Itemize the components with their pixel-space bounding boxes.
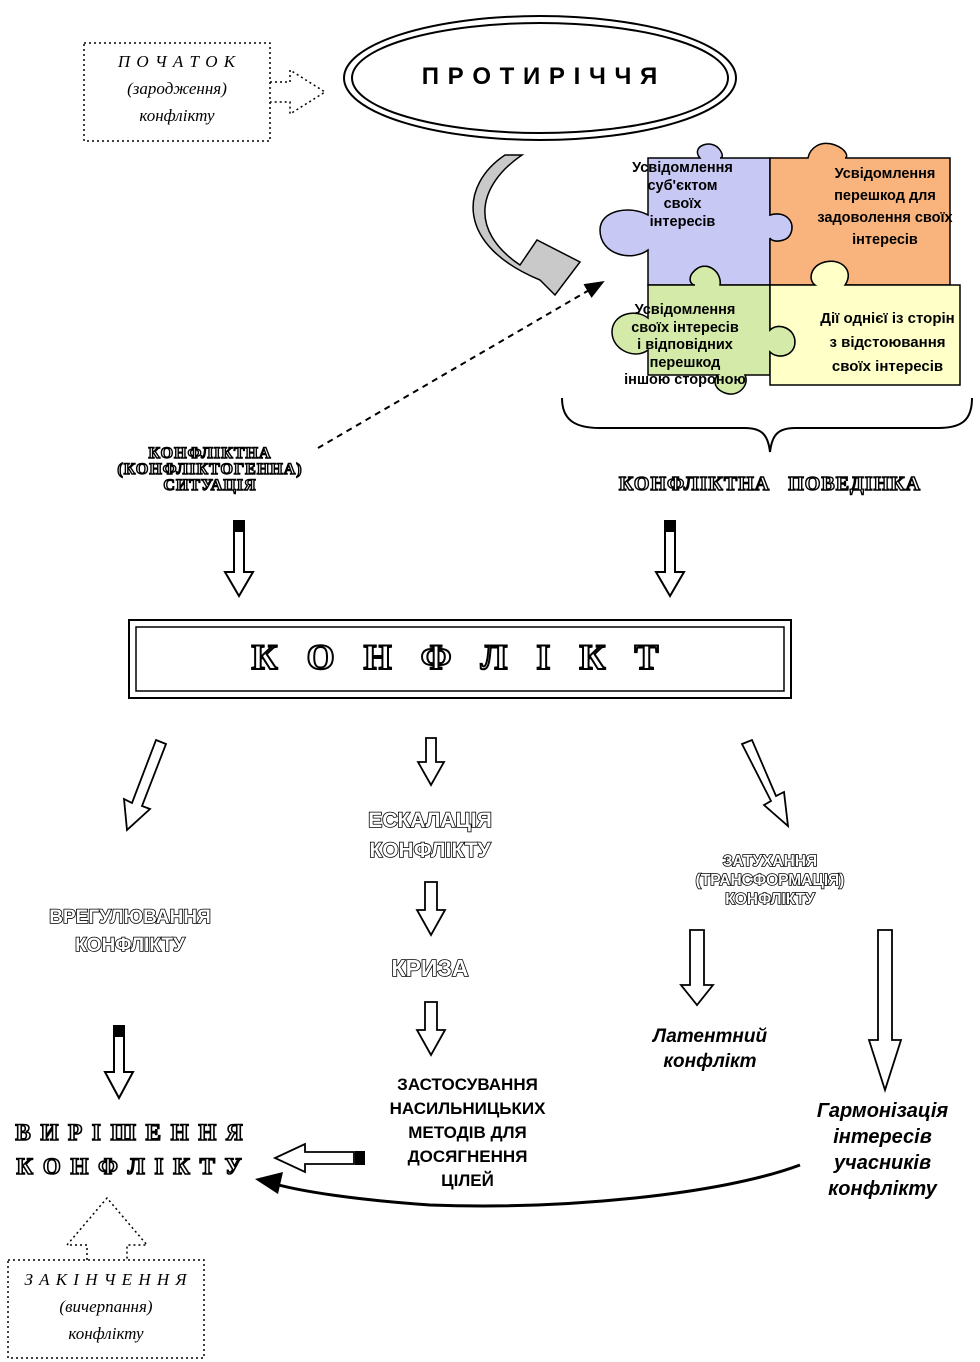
escalation-to-crisis-arrow	[415, 881, 447, 937]
puzzle-piece-3-text: Усвідомлення своїх інтересів і відповідн…	[624, 302, 746, 388]
settlement-label: ВРЕГУЛЮВАННЯ КОНФЛІКТУ	[48, 906, 211, 957]
curve-arrowhead	[255, 1172, 283, 1194]
curved-arrow	[472, 154, 582, 297]
puzzle-piece-4	[769, 260, 961, 386]
start-dotted-arrow	[270, 68, 327, 116]
contradiction-ellipse	[343, 15, 737, 141]
start-note-subtitle: (зародження)	[127, 79, 227, 98]
end-note-subtitle: (вичерпання)	[59, 1297, 153, 1316]
fading-arrow	[740, 738, 790, 829]
conflict-label: К О Н Ф Л І К Т	[251, 636, 669, 678]
violence-methods-label: ЗАСТОСУВАННЯ НАСИЛЬНИЦЬКИХ МЕТОДІВ ДЛЯ Д…	[389, 1075, 546, 1190]
start-note-box	[83, 42, 271, 142]
latent-conflict-label: Латентний конфлікт	[652, 1026, 768, 1072]
behavior-brace	[561, 397, 973, 453]
resolution-label: В И Р І Ш Е Н Н Я К О Н Ф Л І К Т У	[15, 1119, 245, 1180]
conflict-behavior-label: КОНФЛІКТНА ПОВЕДІНКА	[618, 472, 922, 495]
end-note: З А К І Н Ч Е Н Н Я (вичерпання) конфлік…	[8, 1266, 204, 1347]
end-dotted-arrow	[65, 1196, 149, 1260]
crisis-to-violence-arrow	[415, 1001, 447, 1057]
puzzle	[599, 142, 961, 395]
violence-to-resolution-arrow	[272, 1142, 365, 1174]
conflict-box	[128, 619, 792, 699]
settlement-arrow	[122, 738, 168, 832]
end-note-title: З А К І Н Ч Е Н Н Я	[24, 1270, 188, 1289]
situation-dashed-arrow	[317, 280, 605, 449]
contradiction-label: П Р О Т И Р І Ч Ч Я	[421, 63, 659, 90]
situation-down-arrow	[223, 520, 255, 598]
fading-to-latent-arrow	[679, 929, 715, 1007]
fading-label: ЗАТУХАННЯ (ТРАНСФОРМАЦІЯ) КОНФЛІКТУ	[695, 852, 845, 909]
start-note: П О Ч А Т О К (зародження) конфлікту	[84, 48, 270, 129]
behavior-down-arrow	[654, 520, 686, 598]
fading-to-harmonization-arrow	[867, 929, 903, 1093]
puzzle-piece-4-text: Дії однієї із сторін з відстоювання свої…	[820, 310, 955, 375]
escalation-arrow	[416, 737, 446, 787]
conflict-situation-label: КОНФЛІКТНА (КОНФЛІКТОГЕННА) СИТУАЦІЯ	[117, 445, 303, 494]
crisis-label: КРИЗА	[391, 954, 470, 982]
start-note-caption: конфлікту	[139, 106, 215, 125]
end-note-caption: конфлікту	[68, 1324, 144, 1343]
start-note-title: П О Ч А Т О К	[117, 52, 237, 71]
harmonization-label: Гармонізація інтересів учасників конфлік…	[816, 1100, 949, 1200]
end-note-box	[7, 1259, 205, 1359]
puzzle-piece-2-text: Усвідомлення перешкод для задоволення св…	[817, 166, 953, 248]
puzzle-piece-1-text: Усвідомлення суб'єктом своїх інтересів	[632, 160, 733, 230]
escalation-label: ЕСКАЛАЦІЯ КОНФЛІКТУ	[367, 808, 492, 863]
harmonization-to-resolution-curve	[267, 1163, 801, 1208]
settlement-to-resolution-arrow	[103, 1025, 135, 1101]
